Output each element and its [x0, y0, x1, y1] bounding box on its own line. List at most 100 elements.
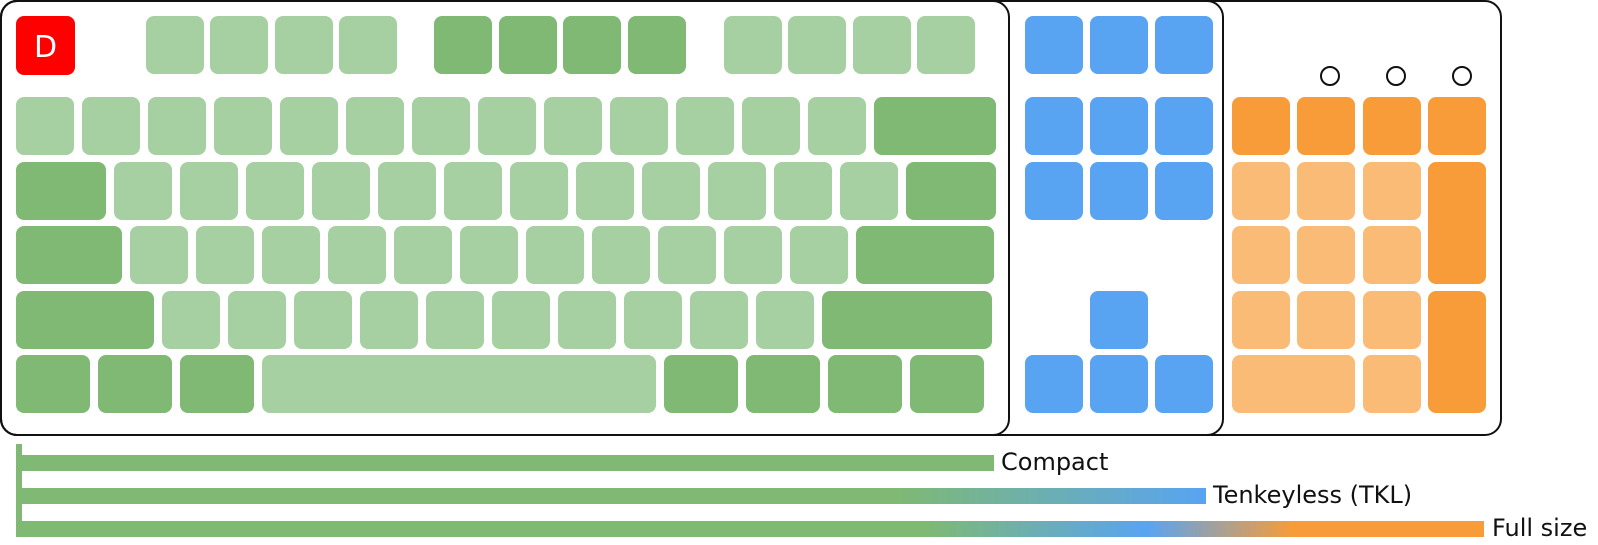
- nav-key: [1155, 355, 1213, 413]
- main-key: [394, 226, 452, 284]
- numpad-key: [1297, 226, 1355, 284]
- main-key: [774, 162, 832, 220]
- main-key: [526, 226, 584, 284]
- nav-key: [1090, 355, 1148, 413]
- main-key: [624, 291, 682, 349]
- main-key: [874, 97, 996, 155]
- keys: [16, 16, 1486, 413]
- main-key: [16, 162, 106, 220]
- nav-key: [1090, 97, 1148, 155]
- main-key: [592, 226, 650, 284]
- main-key: [82, 97, 140, 155]
- main-key: [312, 162, 370, 220]
- main-key: [180, 355, 254, 413]
- function-key: [788, 16, 846, 74]
- numpad-key: [1232, 291, 1290, 349]
- nav-key: [1090, 162, 1148, 220]
- main-key: [690, 291, 748, 349]
- main-key: [16, 291, 154, 349]
- main-key: [114, 162, 172, 220]
- main-key: [360, 291, 418, 349]
- main-key: [378, 162, 436, 220]
- nav-key: [1155, 162, 1213, 220]
- main-key: [658, 226, 716, 284]
- main-key: [790, 226, 848, 284]
- main-key: [148, 97, 206, 155]
- numpad-key: [1232, 355, 1355, 413]
- function-key: [853, 16, 911, 74]
- function-key: [275, 16, 333, 74]
- function-key: [339, 16, 397, 74]
- numpad-key: [1363, 162, 1421, 220]
- size-bars: Compact Tenkeyless (TKL) Full size: [16, 444, 1587, 542]
- numpad-key: [1428, 97, 1486, 155]
- main-key: [196, 226, 254, 284]
- main-key: [856, 226, 994, 284]
- main-key: [444, 162, 502, 220]
- main-key: [262, 355, 656, 413]
- esc-key: D: [16, 16, 75, 75]
- main-key: [822, 291, 992, 349]
- main-key: [746, 355, 820, 413]
- function-key: [210, 16, 268, 74]
- nav-key: [1025, 16, 1083, 74]
- bar-label-full-size: Full size: [1492, 514, 1587, 542]
- indicator-light-icon: [1452, 66, 1472, 86]
- bar-label-compact: Compact: [1001, 448, 1108, 476]
- main-key: [280, 97, 338, 155]
- main-key: [840, 162, 898, 220]
- arrow-key: [1090, 291, 1148, 349]
- main-key: [346, 97, 404, 155]
- bar-full-size: [16, 521, 1484, 537]
- numpad-key: [1363, 355, 1421, 413]
- main-key: [910, 355, 984, 413]
- main-key: [412, 97, 470, 155]
- main-key: [214, 97, 272, 155]
- main-key: [676, 97, 734, 155]
- main-key: [828, 355, 902, 413]
- main-key: [16, 97, 74, 155]
- main-key: [16, 226, 122, 284]
- numpad-key: [1363, 291, 1421, 349]
- numpad-key: [1297, 291, 1355, 349]
- numpad-key: [1297, 162, 1355, 220]
- function-key: [434, 16, 492, 74]
- bar-compact: [16, 455, 994, 471]
- bar-tkl: [16, 488, 1206, 504]
- main-key: [610, 97, 668, 155]
- main-key: [724, 226, 782, 284]
- nav-key: [1025, 162, 1083, 220]
- main-key: [708, 162, 766, 220]
- function-key: [146, 16, 204, 74]
- main-key: [262, 226, 320, 284]
- main-key: [460, 226, 518, 284]
- numpad-key: [1363, 97, 1421, 155]
- main-key: [294, 291, 352, 349]
- main-key: [98, 355, 172, 413]
- main-key: [130, 226, 188, 284]
- main-key: [808, 97, 866, 155]
- main-key: [246, 162, 304, 220]
- numpad-key: [1297, 97, 1355, 155]
- nav-key: [1155, 97, 1213, 155]
- main-key: [426, 291, 484, 349]
- main-key: [742, 97, 800, 155]
- compact-outline: [0, 0, 1010, 436]
- numpad-key: [1232, 226, 1290, 284]
- function-key: [917, 16, 975, 74]
- function-key: [563, 16, 621, 74]
- function-key: [628, 16, 686, 74]
- main-key: [576, 162, 634, 220]
- bar-label-tkl: Tenkeyless (TKL): [1212, 481, 1412, 509]
- main-key: [756, 291, 814, 349]
- indicator-lights: [1320, 66, 1472, 86]
- nav-key: [1155, 16, 1213, 74]
- numpad-key: [1428, 291, 1486, 413]
- nav-key: [1025, 355, 1083, 413]
- indicator-light-icon: [1320, 66, 1340, 86]
- main-key: [544, 97, 602, 155]
- function-key: [724, 16, 782, 74]
- nav-key: [1025, 97, 1083, 155]
- main-key: [492, 291, 550, 349]
- numpad-key: [1363, 226, 1421, 284]
